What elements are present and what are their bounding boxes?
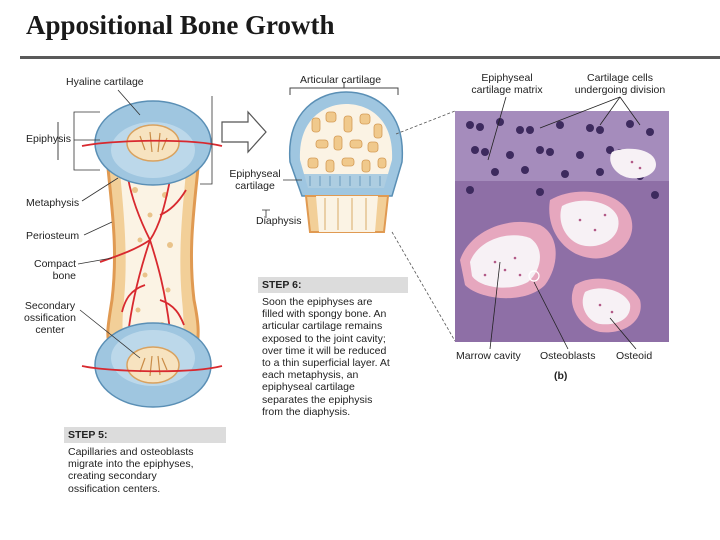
step-6-heading: STEP 6: xyxy=(258,277,408,293)
step-5-text: Capillaries and osteoblasts migrate into… xyxy=(64,443,226,495)
step-5-heading: STEP 5: xyxy=(64,427,226,443)
label-epiphyseal-cartilage: Epiphyseal cartilage xyxy=(224,168,286,192)
bottom-ossification-center xyxy=(127,347,179,383)
label-epiphysis: Epiphysis xyxy=(26,133,71,145)
label-diaphysis: Diaphysis xyxy=(256,215,302,227)
long-bone-figure xyxy=(82,101,222,407)
label-marrow-cavity: Marrow cavity xyxy=(456,350,521,362)
top-ossification-center xyxy=(127,125,179,161)
transition-arrow-icon xyxy=(222,112,266,152)
label-osteoblasts: Osteoblasts xyxy=(540,350,595,362)
micrograph xyxy=(455,111,669,342)
label-metaphysis: Metaphysis xyxy=(26,197,79,209)
label-cartilage-cells-division: Cartilage cells undergoing division xyxy=(564,72,676,96)
step-6-box: STEP 6: Soon the epiphyses are filled wi… xyxy=(258,277,408,418)
label-periosteum: Periosteum xyxy=(26,230,79,242)
label-secondary-ossification-center: Secondary ossification center xyxy=(14,300,86,336)
label-panel-b: (b) xyxy=(554,370,567,382)
label-epiphyseal-cartilage-matrix: Epiphyseal cartilage matrix xyxy=(462,72,552,96)
enlarged-epiphysis xyxy=(290,92,403,232)
label-osteoid: Osteoid xyxy=(616,350,652,362)
label-compact-bone: Compact bone xyxy=(26,258,76,282)
label-hyaline-cartilage: Hyaline cartilage xyxy=(66,76,144,88)
label-articular-cartilage: Articular cartilage xyxy=(300,74,381,86)
step-5-box: STEP 5: Capillaries and osteoblasts migr… xyxy=(64,427,226,495)
step-6-text: Soon the epiphyses are filled with spong… xyxy=(258,293,408,418)
